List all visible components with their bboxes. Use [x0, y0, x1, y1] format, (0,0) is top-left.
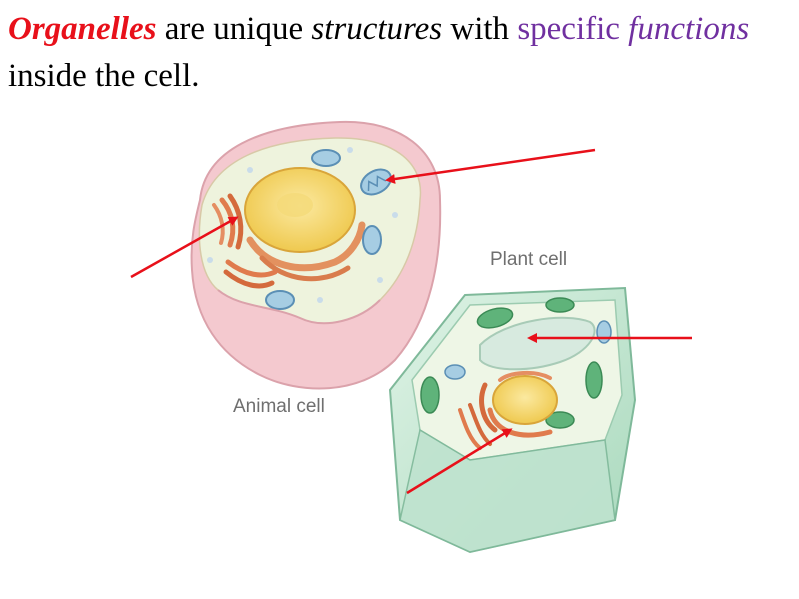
animal-er-2 — [259, 255, 351, 282]
animal-vesicles — [207, 147, 398, 303]
title-organelles: Organelles — [8, 11, 157, 47]
title-text-1: are unique — [156, 11, 312, 47]
plant-nucleus — [492, 375, 558, 425]
animal-lower-membrane — [217, 289, 381, 325]
animal-nucleolus — [277, 193, 313, 217]
title-structures: structures — [311, 11, 443, 47]
animal-cell — [190, 120, 442, 390]
title-text-2: with — [442, 11, 518, 47]
animal-golgi — [212, 193, 278, 289]
plant-er — [458, 371, 553, 450]
pointer-arrows — [130, 148, 692, 495]
arrow-plant-er — [406, 428, 513, 495]
slide-title: Organelles are unique structures with sp… — [8, 6, 788, 100]
plant-front-panel — [399, 428, 616, 553]
title-text-3: inside the cell. — [8, 58, 200, 94]
arrow-animal-mitochondrion — [385, 148, 596, 184]
arrow-animal-golgi — [130, 216, 239, 279]
title-functions: functions — [628, 11, 750, 47]
animal-cell-label: Animal cell — [233, 396, 325, 417]
title-specific: specific — [517, 11, 620, 47]
plant-chloroplasts — [420, 297, 603, 429]
plant-cell-label: Plant cell — [490, 249, 567, 270]
animal-mitochondria — [265, 149, 392, 310]
plant-cell — [388, 286, 637, 554]
animal-er — [246, 221, 366, 272]
